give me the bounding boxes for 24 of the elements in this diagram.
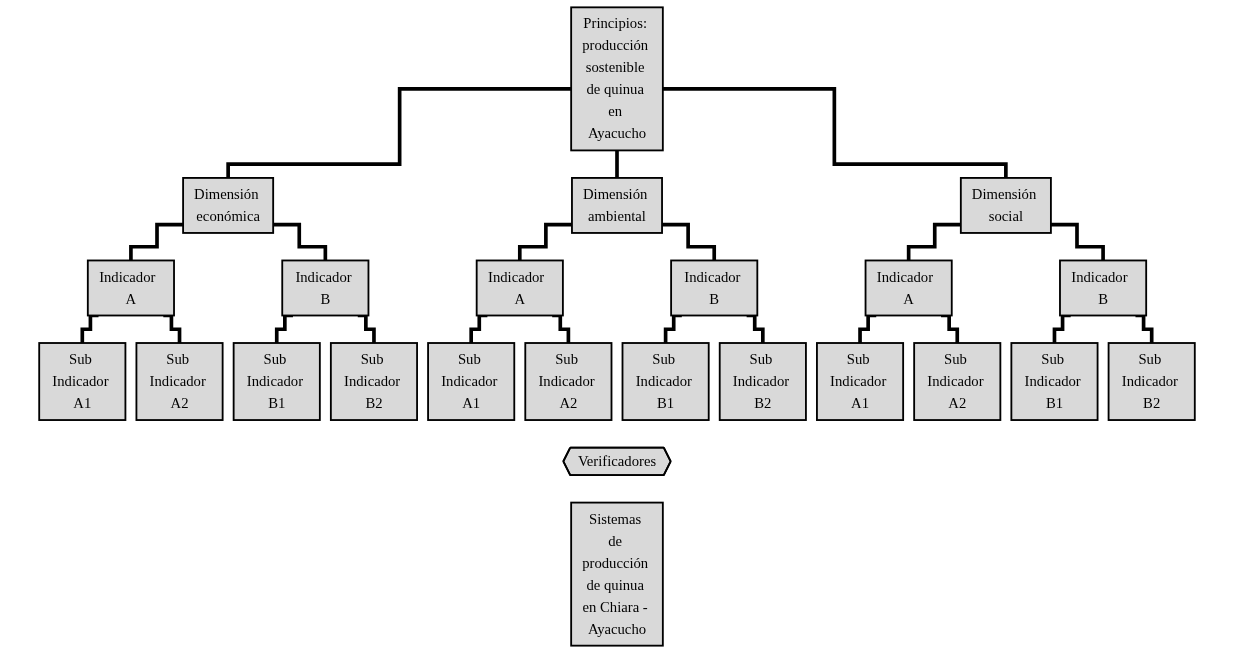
node-box: Sub Indicador B1 xyxy=(621,342,710,421)
node-box: Indicador A xyxy=(475,259,564,317)
node-box: Sistemas de producción de quinua en Chiara - Ayacucho xyxy=(570,501,664,647)
node-box: Sub Indicador A2 xyxy=(135,342,224,421)
node-box: Sub Indicador A1 xyxy=(816,342,905,421)
node-box: Sub Indicador A2 xyxy=(524,342,613,421)
node-box: Sub Indicador B2 xyxy=(329,342,418,421)
node-box: Sub Indicador A1 xyxy=(427,342,516,421)
node-box: Sub Indicador B2 xyxy=(718,342,807,421)
node-box: Principios: producción sostenible de quinua en Ayacucho xyxy=(570,6,664,152)
node-box: Indicador B xyxy=(281,259,370,317)
node-box: Dimensión ambiental xyxy=(571,177,663,234)
node-box: Dimensión económica xyxy=(182,177,275,234)
node-box: Indicador A xyxy=(86,259,175,317)
node-box: Sub Indicador A1 xyxy=(38,342,127,421)
node-box: Sub Indicador B2 xyxy=(1107,342,1196,421)
node-box: Sub Indicador B1 xyxy=(232,342,321,421)
connector xyxy=(663,313,682,345)
node-box: Indicador B xyxy=(670,259,759,317)
node-box: Sub Indicador A2 xyxy=(913,342,1002,421)
node-box: Dimensión social xyxy=(959,177,1052,234)
node-box: Sub Indicador B1 xyxy=(1010,342,1099,421)
node-box: Indicador B xyxy=(1059,259,1148,317)
node-box: Indicador A xyxy=(864,259,953,317)
